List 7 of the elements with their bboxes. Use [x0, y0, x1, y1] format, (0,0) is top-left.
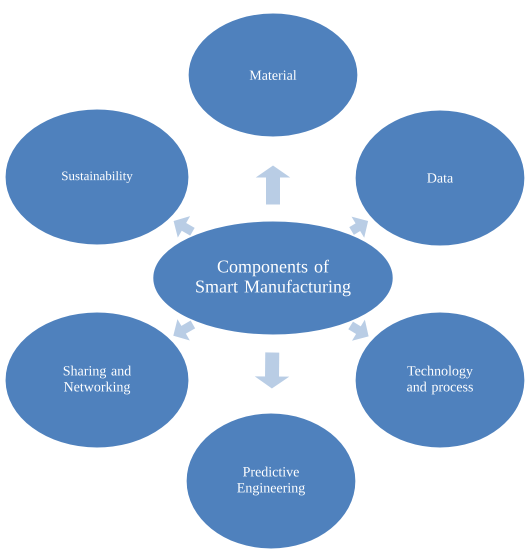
ellipse-node: Material — [188, 12, 358, 138]
ellipse-node: Predictive Engineering — [186, 412, 356, 550]
ellipse-node: Sustainability — [4, 108, 190, 246]
ellipse-node: Components of Smart Manufacturing — [152, 220, 394, 336]
ellipse-node: Sharing and Networking — [4, 312, 190, 448]
ellipse-node: Technology and process — [354, 312, 525, 448]
ellipse-node: Data — [354, 110, 525, 246]
